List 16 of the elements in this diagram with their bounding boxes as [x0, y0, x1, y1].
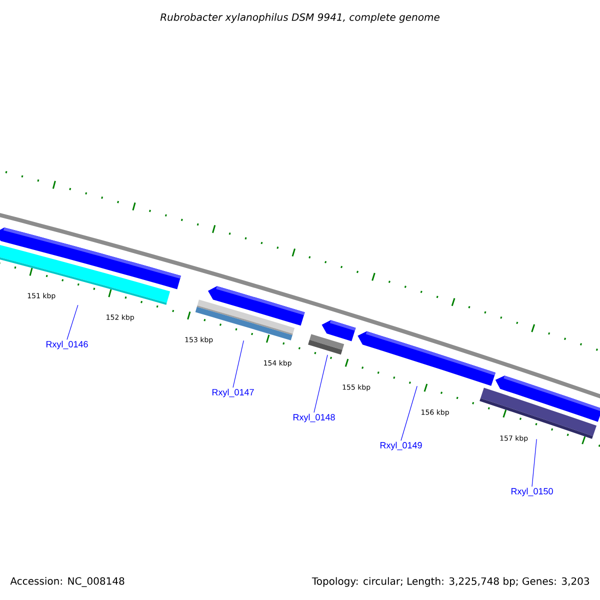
leader-line: [66, 304, 78, 340]
title: Rubrobacter xylanophilus DSM 9941, complete genome: [160, 13, 440, 23]
gene-label: Rxyl_0147: [212, 388, 254, 398]
footer-text: Accession: NC_008148: [10, 577, 124, 587]
footer-text: Topology: circular; Length: 3,225,748 bp; Genes: 3,203: [312, 577, 589, 587]
gene-label: Rxyl_0149: [380, 442, 422, 450]
gene-label: Rxyl_0146: [46, 340, 88, 350]
gene-feature: [358, 331, 496, 386]
leader-line: [232, 340, 244, 388]
gene-feature: [0, 227, 181, 305]
gene-label: Rxyl_0150: [511, 488, 553, 496]
gene-feature: [308, 320, 356, 355]
leader-line: [532, 438, 537, 487]
leader-line: [400, 386, 418, 441]
gene-label: Rxyl_0148: [293, 414, 335, 422]
leader-line: [314, 354, 328, 413]
